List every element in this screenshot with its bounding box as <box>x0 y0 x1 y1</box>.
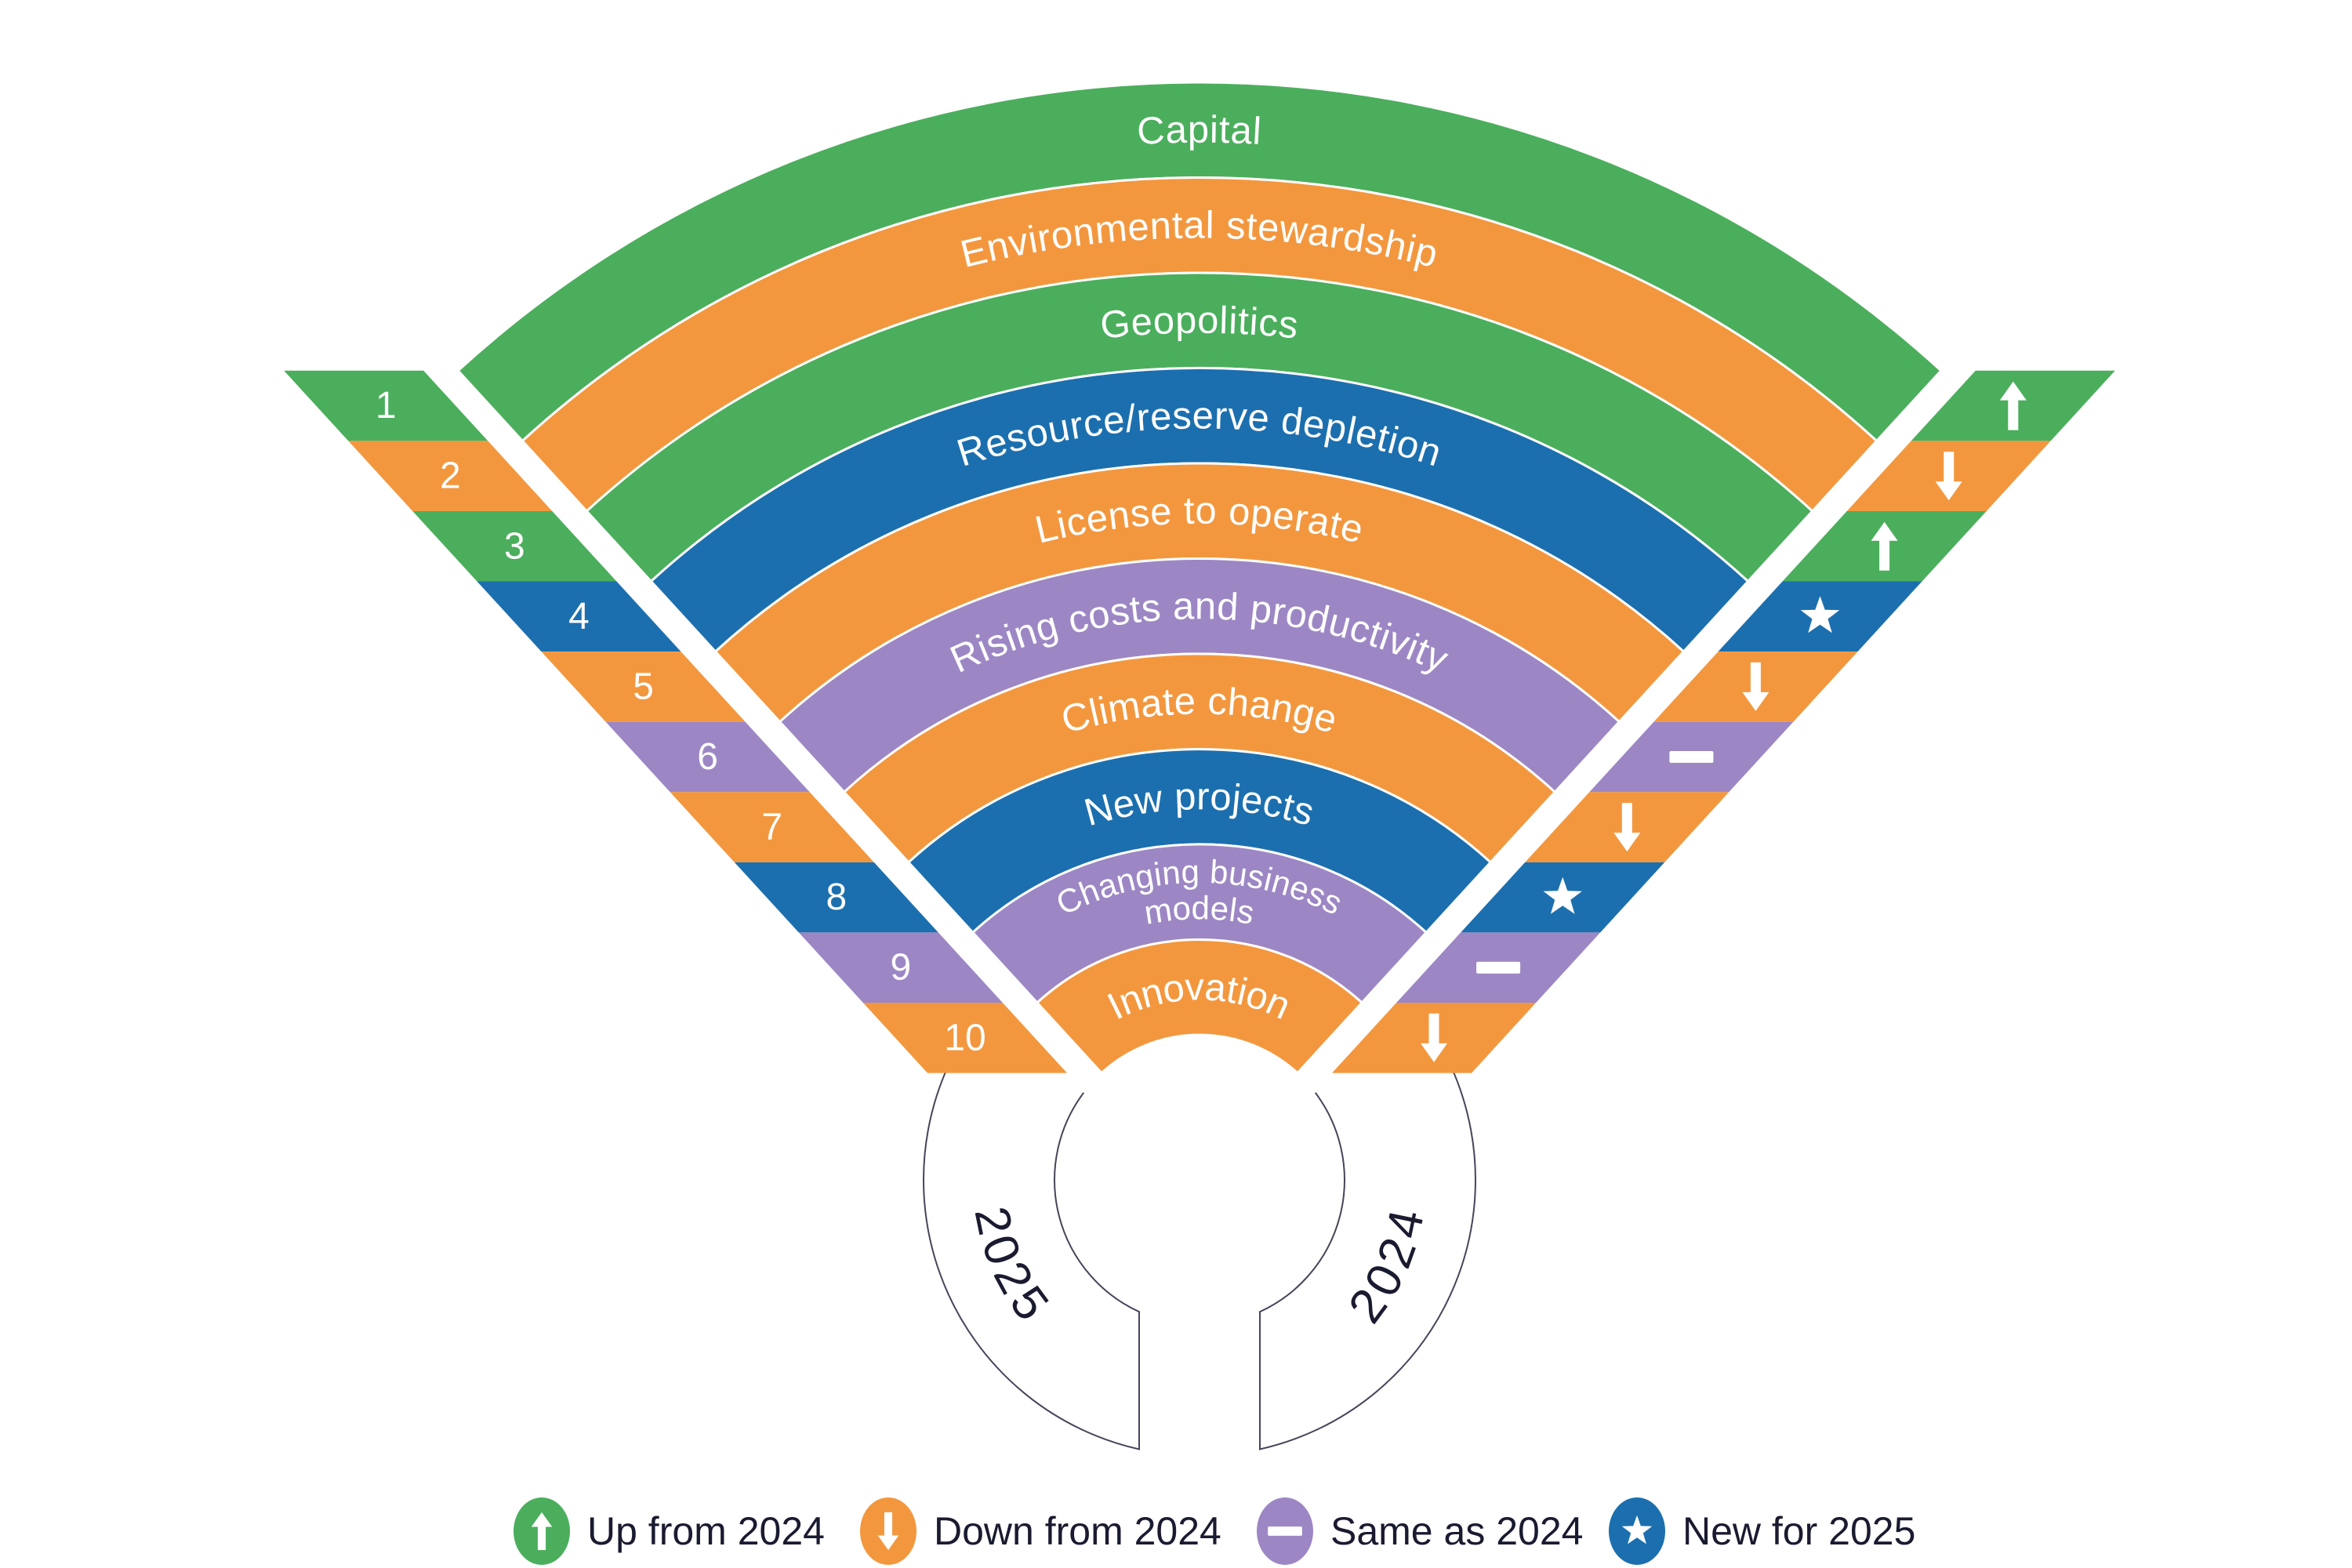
star-icon <box>1621 1515 1653 1544</box>
rank-number-cell-7 <box>670 792 874 862</box>
dash-icon <box>1476 961 1521 974</box>
rank-number-label-7: 7 <box>761 807 782 848</box>
down-arrow-icon <box>1742 662 1769 711</box>
down-arrow-icon <box>1613 803 1641 852</box>
legend-item-down: Down from 2024 <box>860 1497 1221 1565</box>
fan-band-rank-10 <box>1035 938 1364 1075</box>
comparison-ring-left <box>923 1013 1140 1450</box>
up-arrow-icon <box>531 1512 553 1551</box>
legend-label: Up from 2024 <box>587 1509 825 1553</box>
rank-number-label-4: 4 <box>568 596 590 637</box>
rank-number-cell-10 <box>862 1003 1067 1073</box>
fan-band-label-rank-1: Capital <box>1136 109 1263 153</box>
year-label-2025: 2025 <box>964 1202 1061 1332</box>
up-arrow-icon <box>1999 381 2027 430</box>
legend-item-same: Same as 2024 <box>1257 1497 1583 1565</box>
rank-number-label-5: 5 <box>633 666 654 707</box>
down-arrow-icon <box>877 1512 899 1551</box>
rank-number-label-10: 10 <box>944 1017 985 1058</box>
rank-number-cell-6 <box>605 721 810 793</box>
rank-number-label-2: 2 <box>440 456 461 497</box>
rank-number-cell-8 <box>734 862 938 933</box>
rank-number-cell-4 <box>477 581 681 652</box>
star-icon <box>1543 877 1582 914</box>
rank-number-cell-2 <box>348 441 553 511</box>
rank-number-label-8: 8 <box>826 877 847 918</box>
dash-icon <box>1669 751 1714 763</box>
legend-item-new: New for 2025 <box>1609 1497 1915 1565</box>
comparison-ring-right <box>1259 1013 1476 1450</box>
star-icon <box>1800 596 1840 633</box>
rank-number-cell-9 <box>798 932 1003 1003</box>
fan-band-label-rank-3: Geopolitics <box>1098 299 1301 347</box>
rank-number-cell-3 <box>412 511 617 582</box>
rank-number-label-1: 1 <box>376 385 397 426</box>
legend-item-up: Up from 2024 <box>514 1497 825 1565</box>
year-label-2024: 2024 <box>1338 1202 1435 1332</box>
rank-number-cell-5 <box>541 652 746 722</box>
up-arrow-icon <box>1871 521 1898 571</box>
down-arrow-icon <box>1421 1013 1447 1062</box>
fan-band-label-rank-9-line2: models <box>1142 889 1258 931</box>
down-arrow-icon <box>1935 452 1962 501</box>
rank-number-cell-1 <box>284 370 488 441</box>
legend-label: New for 2025 <box>1682 1509 1915 1553</box>
rank-number-label-9: 9 <box>891 947 912 989</box>
rank-number-label-3: 3 <box>504 525 525 567</box>
rank-number-label-6: 6 <box>697 736 718 778</box>
legend-label: Down from 2024 <box>934 1509 1221 1553</box>
dash-icon <box>1268 1526 1302 1536</box>
legend-label: Same as 2024 <box>1330 1509 1583 1553</box>
